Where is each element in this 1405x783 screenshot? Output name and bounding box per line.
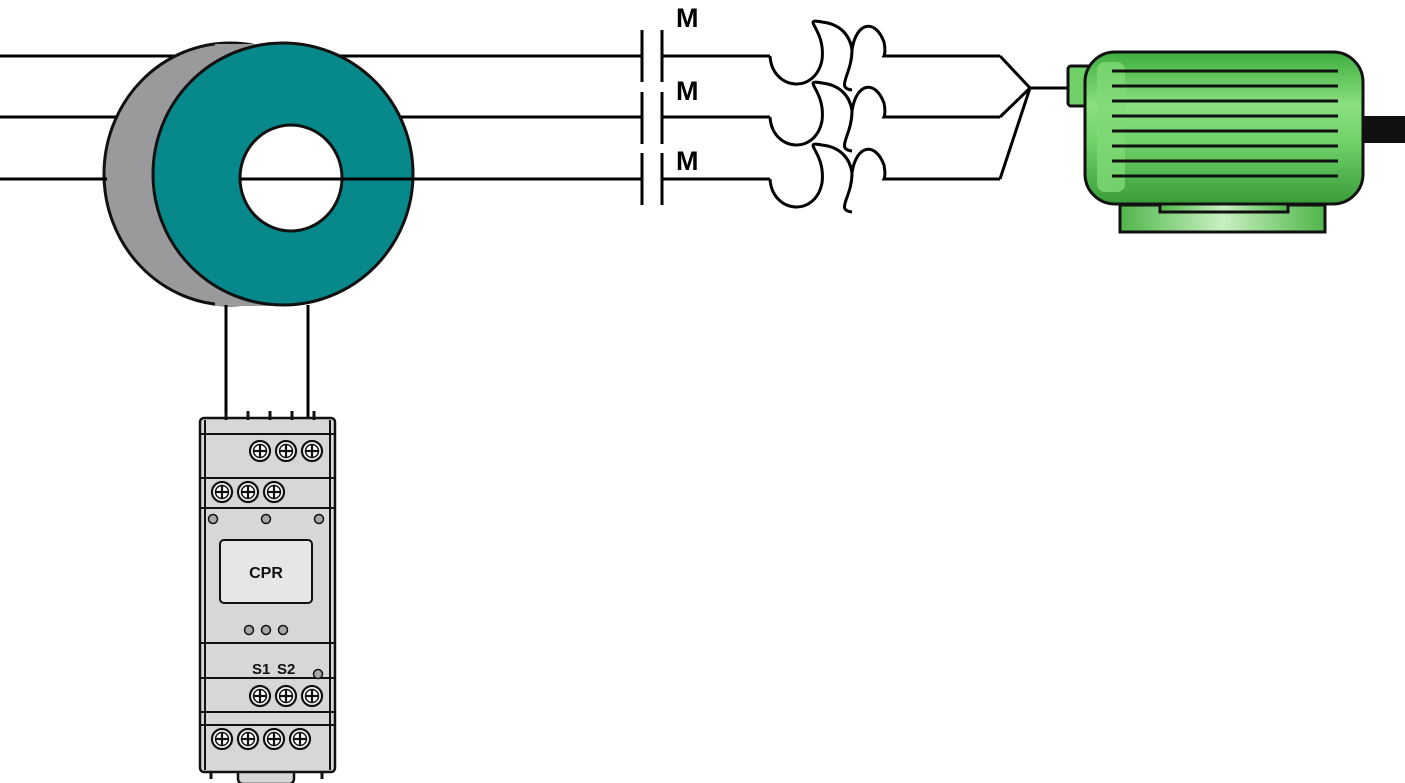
- overload-coil-1: [768, 19, 1000, 86]
- indicator-dots: [207, 513, 325, 680]
- overload-coils: [768, 19, 1000, 214]
- terminal-row-2: [210, 480, 286, 504]
- overload-coil-2: [768, 80, 1000, 147]
- motor-leads: [998, 54, 1072, 180]
- contactor-contacts: [640, 30, 770, 205]
- toroid-ct-icon: [102, 41, 415, 307]
- ct-secondary-leads: [224, 305, 310, 418]
- motor-body: [1083, 50, 1365, 206]
- terminal-row-1: [248, 439, 324, 463]
- contact-label-2: M: [676, 76, 699, 106]
- terminal-row-3: [248, 684, 324, 708]
- terminal-label-s1: S1: [252, 661, 270, 678]
- contact-label-1: M: [676, 3, 699, 33]
- terminal-label-s2: S2: [277, 661, 295, 678]
- contact-label-3: M: [676, 146, 699, 176]
- overload-coil-3: [768, 142, 1000, 209]
- motor-icon: [1066, 50, 1405, 234]
- relay-display-window: [219, 539, 313, 604]
- relay-module-icon: CPR S1 S2: [198, 411, 337, 783]
- relay-display-label: CPR: [249, 565, 283, 582]
